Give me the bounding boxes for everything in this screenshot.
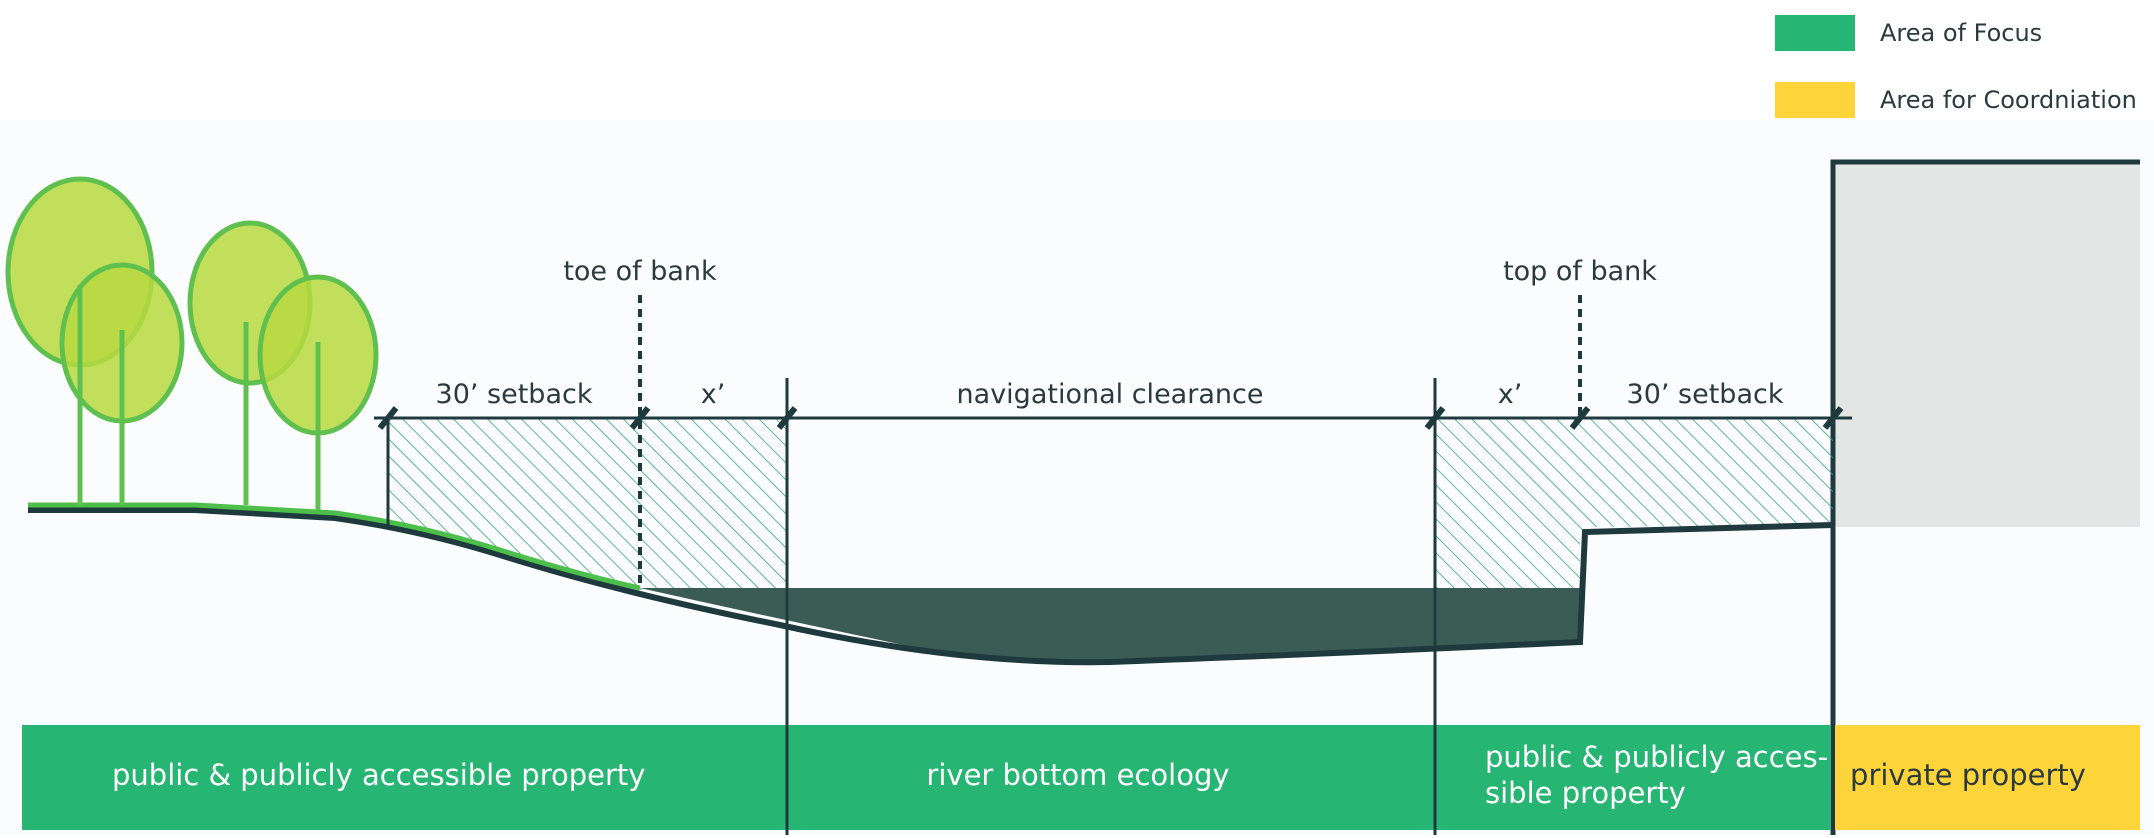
tick-mark	[1822, 406, 1844, 430]
river-water	[640, 588, 1580, 663]
toe-of-bank-label: toe of bank	[563, 256, 717, 287]
grass-line	[28, 502, 641, 591]
legend-label-coordination: Area for Coordniation	[1880, 86, 2137, 114]
left-x-label: x’	[701, 379, 726, 410]
zone-public-right-label-line2: sible property	[1485, 776, 1686, 810]
legend-label-focus: Area of Focus	[1880, 19, 2042, 47]
right-x-label: x’	[1498, 379, 1523, 410]
zone-private	[1833, 725, 2140, 830]
legend: Area of Focus Area for Coordniation	[1775, 15, 2137, 118]
tick-mark	[1569, 406, 1591, 430]
left-setback-label: 30’ setback	[436, 379, 593, 410]
navigational-clearance-label: navigational clearance	[957, 379, 1264, 410]
tick-mark	[377, 406, 399, 430]
zone-public-right	[1435, 725, 1833, 830]
ground-profile	[28, 507, 1834, 666]
trees	[5, 176, 379, 510]
building	[1833, 162, 2140, 527]
zone-river-bottom	[787, 725, 1435, 830]
left-x-hatch	[640, 418, 787, 590]
left-setback-hatch	[388, 418, 640, 588]
zone-private-label: private property	[1850, 758, 2086, 792]
right-x-hatch	[1435, 418, 1580, 592]
zone-river-bottom-label: river bottom ecology	[926, 758, 1229, 792]
zone-public-right-label-line1: public & publicly acces-	[1485, 740, 1828, 774]
zone-public-left-label: public & publicly accessible property	[112, 758, 645, 792]
top-of-bank-label: top of bank	[1503, 256, 1657, 287]
right-setback-label: 30’ setback	[1627, 379, 1784, 410]
tick-mark	[629, 406, 651, 430]
zone-public-left	[22, 725, 787, 830]
zone-bar: public & publicly accessible property ri…	[22, 725, 2140, 830]
right-setback-hatch	[1580, 418, 1833, 532]
legend-swatch-coordination	[1775, 82, 1855, 118]
building-outline	[1830, 159, 2140, 835]
legend-swatch-focus	[1775, 15, 1855, 51]
